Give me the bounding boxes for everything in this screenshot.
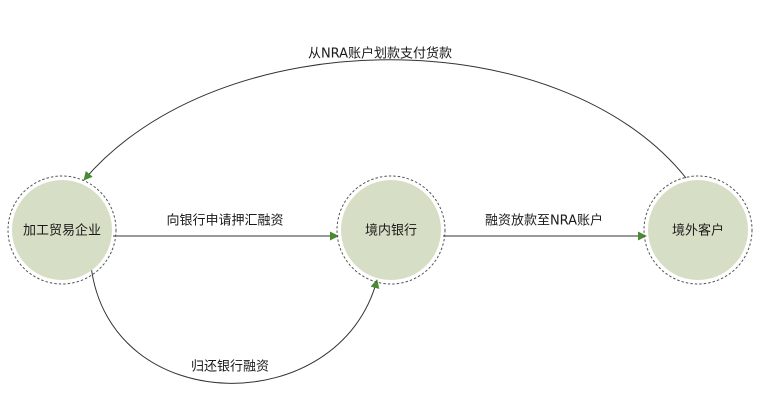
node-enterprise-ring [7, 175, 117, 285]
node-bank-ring [336, 175, 446, 285]
node-enterprise-circle [12, 180, 112, 280]
node-bank: 境内银行 [336, 175, 446, 285]
edge-label-nra-payment: 从NRA账户划款支付货款 [308, 46, 452, 62]
edge-repay-financing [90, 265, 380, 384]
edge-label-loan-to-nra: 融资放款至NRA账户 [485, 213, 603, 229]
node-bank-circle [341, 180, 441, 280]
node-customer-circle [648, 180, 748, 280]
node-customer: 境外客户 [643, 175, 753, 285]
node-enterprise-label: 加工贸易企业 [23, 223, 101, 239]
edge-label-repay-financing: 归还银行融资 [191, 360, 269, 375]
node-customer-label: 境外客户 [672, 223, 724, 239]
edge-label-apply-financing: 向银行申请押汇融资 [166, 213, 283, 229]
node-customer-ring [643, 175, 753, 285]
node-bank-label: 境内银行 [365, 223, 417, 239]
node-enterprise: 加工贸易企业 [7, 175, 117, 285]
edge-nra-payment [83, 59, 687, 181]
